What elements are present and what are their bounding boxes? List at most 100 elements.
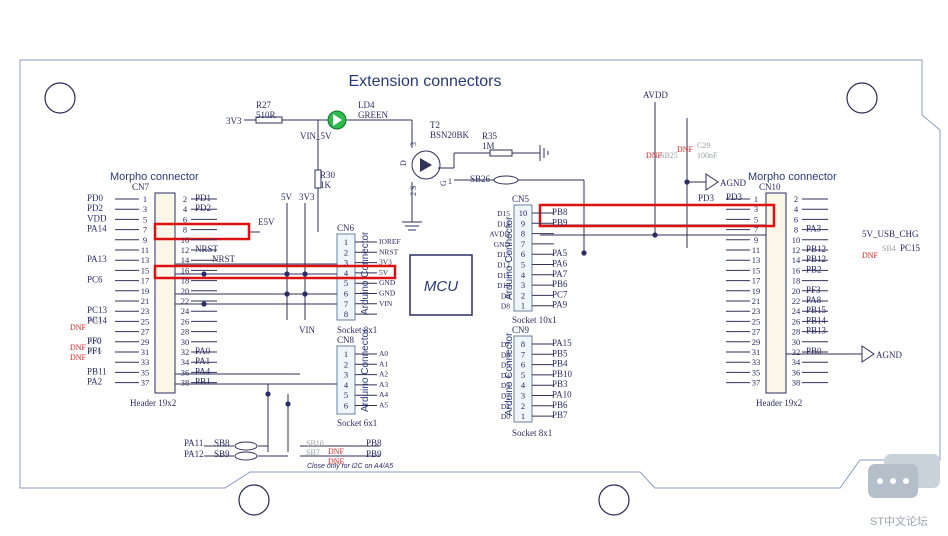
connector-ref: CN8 <box>337 335 355 345</box>
pin-label: PF3 <box>806 285 821 295</box>
sb9-label: SB9 <box>214 449 230 459</box>
pin-number: 35 <box>141 367 150 377</box>
pin-label: PB3 <box>552 379 568 389</box>
pin-label: D4 <box>501 371 510 380</box>
pin-number: 9 <box>521 218 525 228</box>
pin-number: 10 <box>181 235 190 245</box>
pin-number: 2 <box>344 359 348 369</box>
dnf-label: DNF <box>328 457 345 466</box>
pin-label: PB0 <box>806 346 822 356</box>
power-led-circuit <box>244 116 585 253</box>
pin-number: 23 <box>752 306 761 316</box>
pin-number: 24 <box>181 306 190 316</box>
pin-number: 18 <box>792 276 801 286</box>
r27-label: R27 <box>256 100 272 110</box>
pin-label: PC6 <box>87 275 103 285</box>
pin-number: 3 <box>344 258 348 268</box>
pin-label: D0 <box>501 412 510 421</box>
t2-label: T2 <box>430 120 440 130</box>
connector-body <box>765 192 787 394</box>
pin-number: 4 <box>344 268 349 278</box>
power-rails <box>175 203 337 320</box>
pin-label: PB6 <box>552 400 568 410</box>
pin-3: 3 <box>409 142 418 146</box>
pin-label: VIN <box>379 299 393 308</box>
pin-number: 7 <box>344 299 348 309</box>
pin-number: 4 <box>794 204 799 214</box>
pin-label: D11 <box>497 271 510 280</box>
r30-label: R30 <box>320 170 336 180</box>
pin-label: PB5 <box>552 348 568 358</box>
pin-number: 16 <box>792 265 801 275</box>
pin-label: GND <box>379 289 396 298</box>
pin-label: A4 <box>379 390 388 399</box>
dnf-label: DNF <box>70 343 87 352</box>
pin-number: 1 <box>521 411 525 421</box>
r35-value: 1M <box>482 141 495 151</box>
pin-label: PB14 <box>806 315 827 325</box>
pin-label: PB8 <box>552 207 568 217</box>
pin-number: 38 <box>181 378 190 388</box>
pin-label: PD2 <box>195 203 211 213</box>
pin-label: 5V <box>379 268 389 277</box>
pin-number: 32 <box>792 347 801 357</box>
dnf-label: DNF <box>70 353 87 362</box>
pin-number: 2 <box>521 401 525 411</box>
pin-number: 6 <box>344 289 348 299</box>
pin-label: AVDD <box>489 230 510 239</box>
net-pc15: PC15 <box>900 243 921 253</box>
pin-number: 25 <box>141 316 150 326</box>
pin-label: PB6 <box>552 279 568 289</box>
pin-label: A3 <box>379 380 388 389</box>
dnf-label: DNF <box>862 251 879 260</box>
net-pa11: PA11 <box>184 438 203 448</box>
net-e5v: E5V <box>258 217 275 227</box>
connector-ref: CN10 <box>759 182 781 192</box>
connector-title: Morpho connector <box>110 171 199 183</box>
pin-number: 20 <box>181 286 190 296</box>
pin-label: PA10 <box>552 390 572 400</box>
pin-number: 5 <box>143 214 147 224</box>
pin-number: 4 <box>521 380 526 390</box>
pin-number: 8 <box>344 309 348 319</box>
highlight-box-pb8-pb9 <box>538 203 776 228</box>
pin-label: PF0 <box>87 336 102 346</box>
pin-label: PA15 <box>552 338 572 348</box>
dnf-label: DNF <box>328 447 345 456</box>
pin-1: 1 <box>448 177 452 186</box>
ld4-value: GREEN <box>358 110 388 120</box>
pin-label: PB12 <box>806 244 826 254</box>
pin-number: 30 <box>181 337 190 347</box>
ld4-label: LD4 <box>358 100 375 110</box>
connector-vertical-title: Arduino Connector <box>504 216 515 300</box>
connector-footer: Header 19x2 <box>756 398 802 408</box>
connector-ref: CN6 <box>337 223 355 233</box>
pin-number: 31 <box>752 347 761 357</box>
pin-number: 1 <box>754 194 758 204</box>
connector-footer: Socket 10x1 <box>512 315 557 325</box>
mcu-box <box>409 254 473 316</box>
connector-footer: Header 19x2 <box>130 398 176 408</box>
net-vin: VIN <box>299 325 315 335</box>
pin-number: 37 <box>141 378 150 388</box>
connector-title: Morpho connector <box>748 171 837 183</box>
net-pd3: PD3 <box>726 192 743 202</box>
net-agnd: AGND <box>720 178 746 188</box>
pin-number: 28 <box>792 327 801 337</box>
pin-number: 8 <box>183 225 187 235</box>
arduino-connector-cn9: CN9 Arduino Connector Socket 8x1 <box>504 325 552 438</box>
pin-number: 17 <box>752 276 761 286</box>
pin-number: 13 <box>141 255 150 265</box>
pin-number: 19 <box>752 286 761 296</box>
connector-vertical-title: Arduino Connector <box>504 332 515 416</box>
pin-label: A1 <box>379 359 388 368</box>
pin-number: 23 <box>141 306 150 316</box>
pin-label: PA6 <box>552 259 568 269</box>
pin-number: 21 <box>141 296 150 306</box>
pin-label: PC7 <box>552 289 568 299</box>
sb6-label: SB6 <box>88 346 102 355</box>
dnf-marks: DNF DNF DNF DNF DNF DNF DNF DNF <box>70 145 879 466</box>
pin-s: S <box>409 186 418 190</box>
i2c-note: Close only for I2C on A4/A5 <box>307 463 393 470</box>
